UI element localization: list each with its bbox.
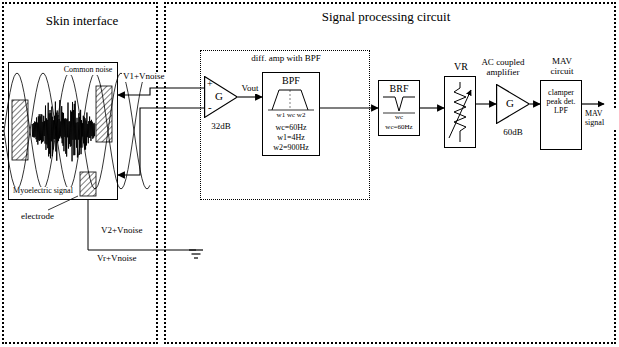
bandpass-shape [272, 90, 308, 110]
node-title: BRF [379, 83, 419, 94]
region-panel: Signal processing circuit diff. amp with … [164, 2, 616, 344]
node-text: 60dB [496, 128, 530, 138]
pin-sign: - [207, 101, 213, 113]
filter-box: BPF w1 wc w2 wc=60Hzw1=4Hzw2=900Hz [262, 72, 320, 156]
output-arrow [582, 103, 604, 104]
region-panel: Skin interfaceCommon noiseMyoelectric si… [2, 2, 158, 344]
node-title: G [213, 90, 225, 102]
filter-box: BRF wc wc=60Hz [378, 80, 420, 136]
node-text: w1 wc w2 [263, 112, 319, 120]
ground-symbol [189, 250, 203, 258]
common-noise-wave [4, 73, 150, 188]
ground-bar [194, 257, 198, 258]
node-title: VR [445, 61, 477, 72]
node-title: Common noise [59, 66, 117, 75]
amplifier-group: diff. amp with BPF G 32dB BPF w1 wc w2 wc=60H… [200, 50, 370, 200]
ground-bar [192, 253, 201, 254]
node-title: Signal processing circuit [226, 10, 546, 24]
signal-wire [118, 108, 204, 175]
electrodes [12, 86, 112, 196]
amplifier-triangle: AC coupled amplifierG60dB [496, 84, 530, 124]
amplifier-triangle-shape [205, 77, 238, 118]
signal-wire [118, 88, 204, 95]
signal-wire [476, 103, 496, 104]
detector-box: MAV circuitclamper peak det. LPF [540, 80, 582, 150]
node-text: w1=4Hz [263, 134, 319, 143]
axis-line [268, 110, 314, 111]
electrode-pad [80, 172, 96, 196]
node-text: clamper peak det. LPF [542, 89, 580, 115]
output-name: MAV signal [584, 110, 618, 128]
node-text: wc [379, 114, 419, 122]
center-line [290, 90, 291, 110]
part-name: electrode [20, 212, 55, 222]
node-text: wc=60Hz [263, 124, 319, 133]
ground-bar [189, 249, 203, 250]
signal-name: V1+Vnoise [122, 72, 166, 82]
node-text: Myoelectric signal [11, 187, 75, 196]
node-title: MAV circuit [541, 57, 583, 77]
signal-name: Vout [241, 84, 260, 94]
signal-name: V2+Vnoise [100, 226, 144, 236]
signal-wire [420, 107, 444, 108]
notch-shape [383, 97, 415, 111]
node-text: G [504, 97, 516, 109]
myoelectric-signal-trace [32, 100, 95, 161]
node-text: 32dB [204, 122, 238, 132]
variable-arrow [449, 90, 471, 138]
resistor-zigzag [454, 82, 466, 142]
signal-wire [530, 103, 540, 104]
amplifier-triangle-shape [497, 85, 530, 124]
node-text: w2=900Hz [263, 144, 319, 153]
signal-wire [238, 96, 262, 97]
resistor-box: VR [444, 76, 476, 148]
skin-illustration [4, 73, 150, 188]
node-title: AC coupled amplifier [472, 58, 534, 78]
reference-wire [88, 200, 196, 250]
notch-curve [383, 97, 415, 113]
electrode-pad [96, 86, 112, 142]
common-noise-wave [4, 73, 150, 188]
node-text: wc=60Hz [379, 124, 419, 132]
leader-line [48, 196, 78, 210]
node-title: diff. amp with BPF [211, 54, 361, 64]
skin-patch: Common noiseMyoelectric signal [8, 62, 118, 200]
variable-resistor-symbol [449, 82, 471, 142]
bandpass-curve [268, 90, 314, 110]
signal-name: Vr+Vnoise [96, 254, 138, 264]
node-title: Skin interface [4, 14, 160, 28]
pin-sign: + [206, 78, 214, 89]
node-title: BPF [263, 75, 319, 86]
electrode-pad [12, 100, 28, 160]
